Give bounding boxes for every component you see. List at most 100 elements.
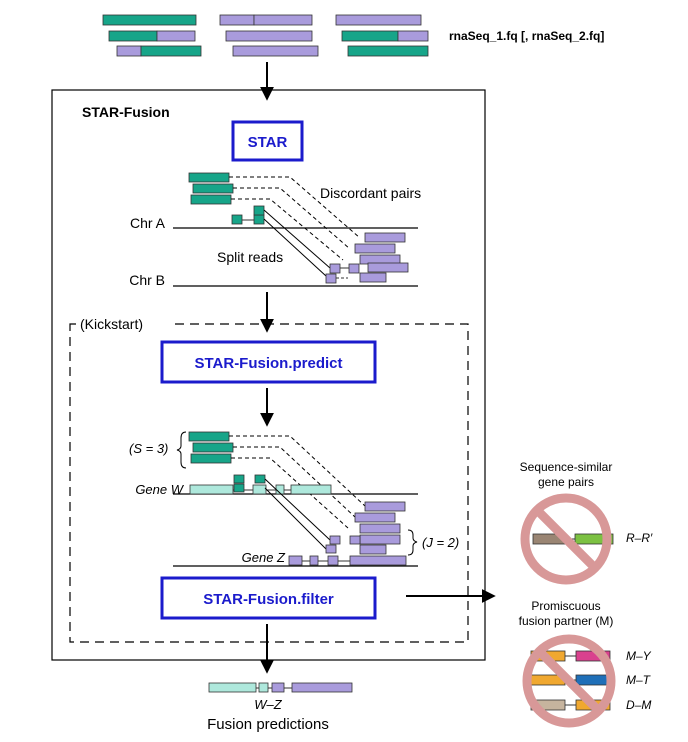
pair-link <box>231 198 344 261</box>
spanning-read-mate <box>359 523 401 534</box>
gene-w-exon <box>252 484 267 495</box>
junction-read-segment <box>329 535 341 545</box>
split-read-segment <box>231 214 243 225</box>
chr-a-label: Chr A <box>130 215 166 231</box>
promiscuous-partner-prohibited <box>522 634 616 728</box>
input-read <box>225 30 313 42</box>
filter-box <box>160 576 377 620</box>
s-count-brace <box>176 431 187 469</box>
spanning-read-mate <box>359 534 401 545</box>
junction-read-segment <box>254 474 266 484</box>
input-read <box>156 30 196 42</box>
prohibit-slash <box>534 507 598 571</box>
pair-link <box>233 187 351 250</box>
gene-z-exon <box>288 555 303 566</box>
star-fusion-title: STAR-Fusion <box>82 104 170 120</box>
fusion-exon <box>291 682 353 693</box>
j-count-label: (J = 2) <box>422 535 459 550</box>
split-read-segment <box>348 263 360 274</box>
split-read-segment <box>253 214 265 225</box>
junction-read-segment <box>233 474 245 484</box>
filter-box-label: STAR-Fusion.filter <box>203 591 334 608</box>
split-junction-line <box>263 209 331 269</box>
input-read <box>102 14 197 26</box>
read-mate <box>190 194 232 205</box>
promiscuous-title-line1: Promiscuous <box>531 599 600 613</box>
pair-link <box>229 435 366 507</box>
discordant-pairs-label: Discordant pairs <box>320 185 421 201</box>
input-read <box>116 45 142 57</box>
read-mate <box>192 183 234 194</box>
junction-read-segment <box>233 483 245 493</box>
split-junction-line <box>263 218 327 277</box>
promiscuous-title-line2: fusion partner (M) <box>519 614 614 628</box>
junction-read-segment <box>349 535 361 545</box>
dm-label: D–M <box>626 698 651 712</box>
gene-r-prime-exon <box>574 533 614 545</box>
rr-label: R–R′ <box>626 531 653 545</box>
star-box-label: STAR <box>248 134 288 151</box>
gene-z-label: Gene Z <box>242 550 286 565</box>
input-read <box>397 30 429 42</box>
spanning-read-mate <box>354 512 396 523</box>
input-read <box>219 14 255 26</box>
input-read <box>347 45 429 57</box>
fusion-exon <box>271 682 285 693</box>
input-read <box>108 30 158 42</box>
spanning-read <box>190 453 232 464</box>
split-read-segment <box>253 205 265 216</box>
input-read <box>335 14 422 26</box>
input-read <box>140 45 202 57</box>
pair-link <box>229 176 361 239</box>
mt-label: M–T <box>626 673 652 687</box>
similar-title-line1: Sequence-similar <box>520 460 613 474</box>
spanning-read-mate <box>359 544 387 555</box>
read-mate <box>367 262 409 273</box>
pair-link <box>231 457 349 529</box>
input-read <box>253 14 313 26</box>
predict-box <box>160 340 377 384</box>
input-read <box>232 45 319 57</box>
prohibit-sign-icon <box>520 493 612 585</box>
input-files-label: rnaSeq_1.fq [, rnaSeq_2.fq] <box>449 29 604 43</box>
my-label: M–Y <box>626 649 652 663</box>
fusion-output <box>208 682 353 693</box>
read-mate <box>188 172 230 183</box>
input-reads <box>102 14 429 57</box>
split-read-segment <box>325 273 337 284</box>
read-mate <box>364 232 406 243</box>
prohibit-sign-icon <box>522 634 616 728</box>
spanning-read <box>188 431 230 442</box>
kickstart-region <box>69 323 469 643</box>
read-mate <box>359 272 387 283</box>
fusion-evidence: (S = 3) Gene W (J = 2) <box>129 431 459 567</box>
junction-read-segment <box>325 544 337 554</box>
gene-z-exon <box>327 555 339 566</box>
chr-b-label: Chr B <box>129 272 165 288</box>
spanning-read <box>192 442 234 453</box>
star-box <box>231 120 304 162</box>
fusion-predictions-label: Fusion predictions <box>207 716 329 733</box>
similar-title-line2: gene pairs <box>538 475 594 489</box>
prohibit-slash <box>536 648 602 714</box>
gene-t-exon <box>575 674 611 686</box>
junction-line <box>264 487 327 550</box>
split-reads-label: Split reads <box>217 249 283 265</box>
input-read <box>341 30 399 42</box>
gene-z-exon <box>349 555 407 566</box>
s-count-label: (S = 3) <box>129 441 168 456</box>
kickstart-label: (Kickstart) <box>80 316 143 332</box>
junction-line <box>264 478 331 541</box>
similar-pairs-prohibited <box>520 493 614 585</box>
gene-w-label: Gene W <box>135 482 184 497</box>
gene-w-exon <box>189 484 234 495</box>
gene-z-exon <box>309 555 319 566</box>
kickstart-label-bg <box>76 315 171 333</box>
fusion-exon <box>258 682 269 693</box>
fusion-name-label: W–Z <box>254 697 283 712</box>
split-read-segment <box>329 263 341 274</box>
j-count-brace <box>407 529 418 556</box>
spanning-read-mate <box>364 501 406 512</box>
predict-box-label: STAR-Fusion.predict <box>194 355 342 372</box>
